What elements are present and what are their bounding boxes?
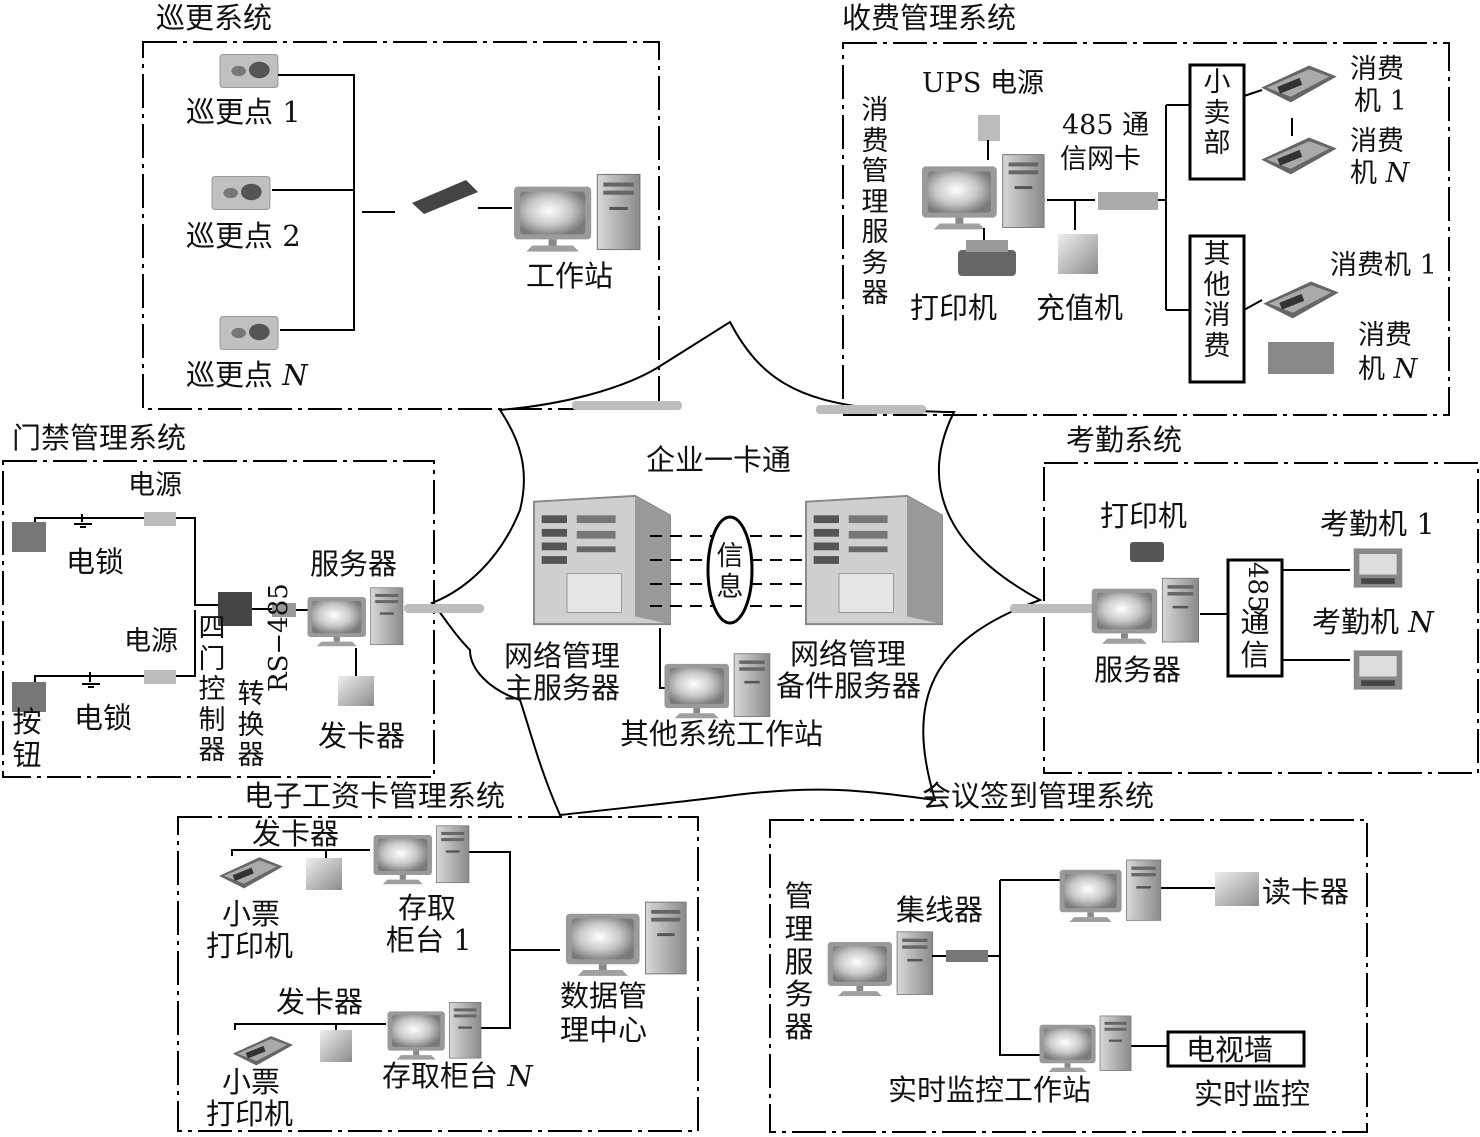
attendance-printer: 打印机: [1100, 499, 1188, 533]
attendance-diagram: [1091, 542, 1403, 690]
billing-other-consume: 其他消费: [1203, 239, 1231, 362]
backup-server-2: 备件服务器: [776, 669, 922, 703]
access-diagram: [12, 512, 404, 712]
billing-485-card-1: 485 通: [1062, 110, 1150, 141]
patrol-workstation: 工作站: [526, 259, 614, 293]
data-center-1: 数据管: [560, 979, 648, 1013]
access-controller: 四门控制器: [198, 613, 226, 766]
billing-machine-a: 消费: [1350, 54, 1404, 85]
access-power-1: 电源: [128, 470, 182, 501]
meeting-monitor-ws: 实时监控工作站: [888, 1073, 1092, 1107]
payroll-diagram: [219, 825, 687, 1066]
billing-shop: 小卖部: [1203, 67, 1231, 159]
billing-machine-b: 消费: [1350, 126, 1404, 157]
payroll-title: 电子工资卡管理系统: [244, 779, 506, 813]
meeting-realtime: 实时监控: [1194, 1077, 1311, 1111]
billing-diagram: [921, 63, 1339, 384]
other-workstation: 其他系统工作站: [620, 717, 824, 751]
access-title: 门禁管理系统: [12, 421, 187, 455]
center-title: 企业一卡通: [646, 443, 792, 477]
receipt-printer-1a: 小票: [222, 897, 281, 931]
billing-machine-a2: 机 1: [1354, 86, 1407, 117]
counter-1a: 存取: [398, 891, 457, 925]
meeting-reader: 读卡器: [1262, 875, 1350, 909]
billing-recharger: 充值机: [1036, 291, 1124, 325]
patrol-point-2: 巡更点 2: [186, 219, 301, 253]
attendance-comm: 通信: [1240, 605, 1270, 672]
billing-machine-b2: 机 N: [1350, 158, 1410, 189]
patrol-point-n: 巡更点 N: [186, 358, 308, 392]
info-ellipse: [706, 515, 754, 625]
meeting-mgmt-server: 管理服务器: [784, 879, 814, 1045]
billing-printer: 打印机: [910, 291, 998, 325]
access-lock-1: 电锁: [66, 545, 125, 579]
receipt-printer-1b: 打印机: [206, 929, 294, 963]
billing-machine-d2: 机 N: [1358, 354, 1418, 385]
receipt-printer-2b: 打印机: [206, 1097, 294, 1131]
billing-box: [842, 42, 1450, 416]
access-issuer: 发卡器: [318, 719, 406, 753]
counter-n: 存取柜台 N: [382, 1059, 533, 1093]
meeting-diagram: [827, 859, 1306, 1073]
billing-485-card-2: 信网卡: [1060, 144, 1141, 175]
access-button: 按钮: [12, 705, 42, 772]
billing-ups: UPS 电源: [922, 68, 1045, 99]
access-box: [2, 460, 435, 778]
data-center-2: 理中心: [560, 1013, 648, 1047]
billing-title: 收费管理系统: [842, 1, 1017, 35]
attendance-machine-1: 考勤机 1: [1320, 507, 1435, 541]
billing-server-label: 消费管理服务器: [861, 95, 889, 309]
meeting-hub: 集线器: [896, 893, 984, 927]
attendance-box: [1043, 462, 1479, 774]
patrol-title: 巡更系统: [156, 1, 273, 35]
billing-machine-d: 消费: [1358, 320, 1412, 351]
access-server: 服务器: [310, 547, 398, 581]
meeting-title: 会议签到管理系统: [922, 779, 1155, 813]
attendance-title: 考勤系统: [1066, 423, 1183, 457]
patrol-point-1: 巡更点 1: [186, 95, 301, 129]
access-power-2: 电源: [124, 626, 178, 657]
billing-machine-c: 消费机 1: [1330, 250, 1437, 281]
access-lock-2: 电锁: [74, 701, 133, 735]
patrol-box: [142, 41, 660, 410]
receipt-printer-2a: 小票: [222, 1065, 281, 1099]
payroll-issuer-2: 发卡器: [276, 985, 364, 1019]
attendance-server: 服务器: [1094, 653, 1182, 687]
payroll-issuer-1: 发卡器: [252, 817, 340, 851]
access-converter: 转换器: [237, 679, 265, 771]
center-info: 信息: [716, 541, 744, 603]
meeting-box: [769, 819, 1368, 1133]
counter-1b: 柜台 1: [386, 923, 472, 957]
main-server-2: 主服务器: [504, 671, 621, 705]
payroll-box: [177, 816, 699, 1132]
attendance-machine-n: 考勤机 N: [1312, 605, 1434, 639]
patrol-diagram: [211, 53, 641, 351]
main-server-1: 网络管理: [504, 639, 621, 673]
meeting-tv-wall: 电视墙: [1186, 1033, 1274, 1067]
central-diagram: [532, 494, 943, 719]
access-rs485: RS−485: [264, 583, 294, 692]
backup-server-1: 网络管理: [790, 637, 907, 671]
